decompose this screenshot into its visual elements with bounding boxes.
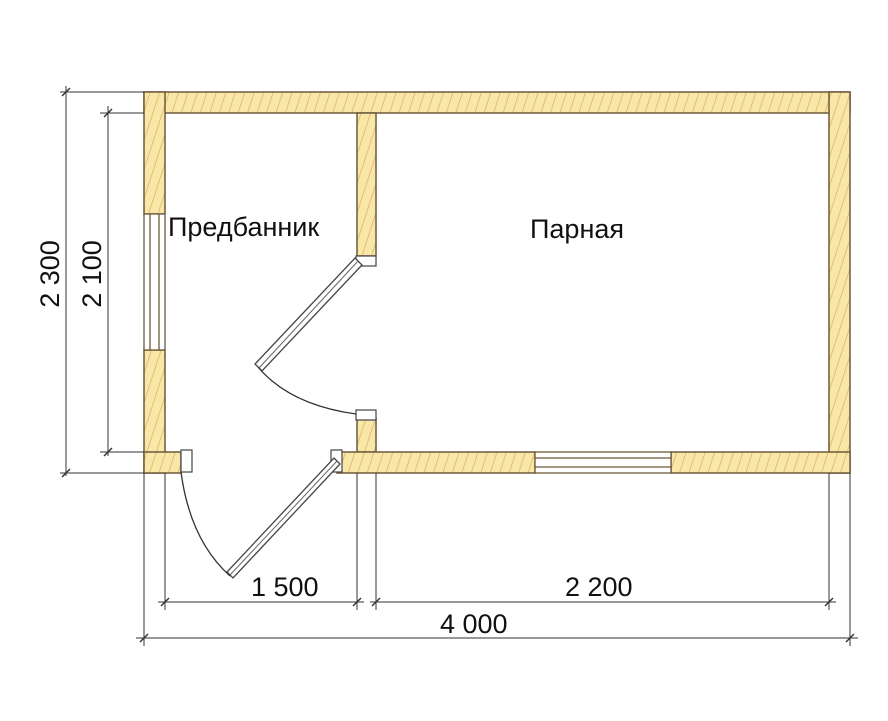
dimension-vestibule-width: 1 500 — [251, 572, 319, 602]
interior-door-swing — [257, 366, 357, 415]
bottom-wall-right — [670, 451, 851, 474]
right-wall — [828, 91, 851, 474]
dimension-steam-room-width: 2 200 — [565, 572, 633, 602]
dimension-lines — [60, 86, 858, 646]
entrance-door-swing — [180, 471, 231, 577]
partition-upper — [356, 112, 377, 257]
interior-door — [254, 257, 363, 415]
dimension-inner-height: 2 100 — [77, 240, 107, 308]
left-window — [143, 213, 166, 351]
bottom-window — [534, 451, 672, 474]
walls — [143, 91, 851, 474]
bottom-wall-middle — [336, 451, 536, 474]
windows — [143, 213, 672, 474]
left-wall-upper — [143, 91, 166, 215]
partition-lower — [356, 417, 377, 453]
room-label-vestibule: Предбанник — [168, 212, 319, 242]
dimension-overall-width: 4 000 — [440, 609, 508, 639]
entrance-door — [180, 457, 341, 579]
room-label-steam-room: Парная — [530, 214, 624, 244]
door-jambs — [180, 255, 377, 473]
top-wall — [143, 91, 851, 114]
bottom-wall-left-stub — [143, 451, 182, 474]
dimension-overall-height: 2 300 — [35, 240, 65, 308]
